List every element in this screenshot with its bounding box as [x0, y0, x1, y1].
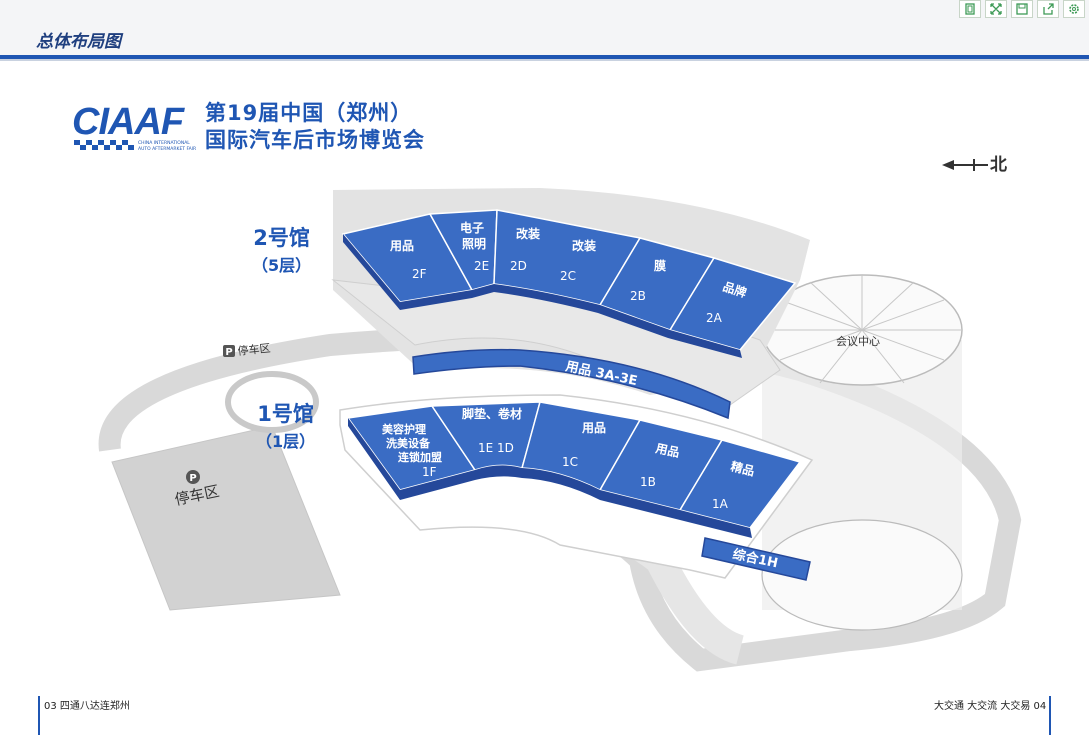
zone-1e-1d-code: 1E 1D — [478, 441, 514, 455]
zone-2e-name-1: 电子 — [460, 220, 484, 235]
parking-icon-top: P — [223, 345, 235, 358]
footer-rule-left — [38, 696, 40, 735]
logo-small-text-1: CHINA INTERNATIONAL — [138, 140, 190, 146]
svg-text:P: P — [189, 473, 196, 484]
zone-1f-name-3: 连锁加盟 — [398, 450, 442, 464]
footer-left-page: 03 — [44, 701, 57, 712]
expand-icon — [990, 3, 1002, 15]
share-button[interactable] — [1037, 0, 1059, 18]
zone-2c-code: 2C — [560, 269, 576, 283]
zone-1h[interactable] — [701, 537, 811, 581]
settings-button[interactable] — [1063, 0, 1085, 18]
north-indicator: 北 — [940, 150, 1007, 175]
hall2-name: 2号馆 — [253, 226, 310, 250]
zone-2d-code: 2D — [510, 259, 527, 273]
zone-1a-name: 精品 — [729, 458, 756, 478]
fair-title: 第19届中国（郑州） 国际汽车后市场博览会 — [205, 100, 425, 154]
save-button[interactable] — [1011, 0, 1033, 18]
fit-page-button[interactable] — [959, 0, 981, 18]
zone-1f-name-1: 美容护理 — [382, 422, 426, 436]
zone-2c-name: 改装 — [572, 238, 596, 253]
zone-1a-code: 1A — [712, 497, 729, 511]
parking-icon-lot: P — [186, 470, 200, 484]
ciaaf-logo: CIAAF CHINA INTERNATIONAL AUTO AFTERMARK… — [72, 100, 202, 162]
zone-2a-name: 品牌 — [721, 279, 748, 301]
hall1-label: 1号馆 （1层） — [256, 398, 315, 452]
conference-label: 会议中心 — [836, 335, 880, 348]
north-label: 北 — [990, 155, 1007, 175]
zone-2b-name: 膜 — [654, 258, 666, 273]
zone-1f-code: 1F — [422, 465, 437, 479]
corridor-3a-3e[interactable] — [412, 348, 731, 420]
top-bar — [0, 0, 1089, 56]
zone-2e-name-2: 照明 — [462, 236, 486, 251]
fit-page-icon — [965, 3, 975, 15]
zone-1c-code: 1C — [562, 455, 578, 469]
expand-button[interactable] — [985, 0, 1007, 18]
viewer-toolbar — [959, 0, 1085, 18]
zone-2a-code: 2A — [706, 311, 723, 325]
arrow-left-icon — [942, 159, 988, 171]
hall2-floor: （5层） — [252, 256, 312, 275]
title-divider-shadow — [0, 59, 1089, 61]
hall1-zone-labels: 美容护理 洗美设备 连锁加盟 1F 脚垫、卷材 1E 1D 用品 1C 用品 1… — [382, 406, 756, 511]
parking-label-top: 停车区 — [237, 341, 271, 358]
hall1-name: 1号馆 — [257, 402, 314, 426]
hall2-zone-labels: 用品 2F 电子 照明 2E 改装 2D 改装 2C 膜 2B 品牌 2A — [389, 220, 749, 325]
zone-1c-name: 用品 — [581, 421, 606, 435]
save-icon — [1016, 3, 1028, 15]
zone-1e-1d-name: 脚垫、卷材 — [462, 406, 522, 421]
title-divider — [0, 55, 1089, 59]
fair-title-line-1: 第19届中国（郑州） — [205, 101, 413, 125]
zone-2d-name: 改装 — [516, 226, 540, 241]
round-plaza — [225, 371, 319, 433]
hall1-zones — [346, 401, 802, 538]
footer-rule-right — [1049, 696, 1051, 735]
zone-2e-code: 2E — [474, 259, 489, 273]
zone-2f-code: 2F — [412, 267, 427, 281]
share-icon — [1043, 3, 1054, 15]
hall1-floor: （1层） — [256, 432, 316, 451]
zone-1b-name: 用品 — [653, 441, 680, 460]
logo-small-text-2: AUTO AFTERMARKET FAIR — [138, 146, 196, 152]
settings-icon — [1069, 4, 1079, 14]
zone-1f-name-2: 洗美设备 — [386, 436, 431, 450]
svg-text:P: P — [225, 347, 232, 358]
footer-left: 03 四通八达连郑州 — [44, 697, 130, 712]
floor-plan: P 停车区 P 停车区 用品 2F 电子 照明 2E 改装 2D 改装 2C 膜… — [98, 188, 1022, 672]
footer-right: 大交通 大交流 大交易 04 — [934, 697, 1046, 712]
fair-title-line-2: 国际汽车后市场博览会 — [205, 128, 425, 152]
logo-mark: CIAAF — [72, 101, 186, 143]
page-title: 总体布局图 — [36, 32, 121, 52]
hall2-label: 2号馆 （5层） — [252, 222, 311, 276]
zone-1b-code: 1B — [640, 475, 656, 489]
hall2-zones — [341, 209, 797, 358]
zone-2f-name: 用品 — [389, 239, 414, 253]
zone-2b-code: 2B — [630, 289, 646, 303]
footer-right-page: 04 — [1033, 701, 1047, 712]
footer-right-text: 大交通 大交流 大交易 — [934, 701, 1031, 712]
footer-left-text: 四通八达连郑州 — [59, 701, 130, 712]
parking-lot — [111, 425, 341, 611]
